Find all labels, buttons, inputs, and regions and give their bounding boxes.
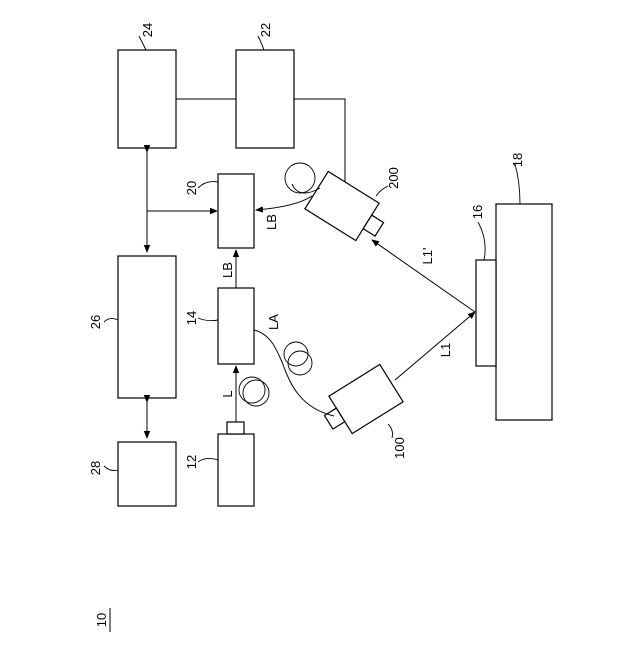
leader-28 xyxy=(104,466,118,471)
leader-14 xyxy=(198,318,218,321)
leader-12 xyxy=(198,458,218,462)
ref-26: 26 xyxy=(88,315,103,329)
block-12-laser-source xyxy=(218,434,254,506)
ref-12: 12 xyxy=(184,455,199,469)
block-28 xyxy=(118,442,176,506)
ref-20: 20 xyxy=(184,181,199,195)
stage-18 xyxy=(496,204,552,420)
beam-label-L1p: L1' xyxy=(420,248,435,265)
fiber-coil-L xyxy=(239,377,269,406)
fiber-coil-LB xyxy=(285,163,315,193)
block-14 xyxy=(218,288,254,364)
leader-16 xyxy=(478,222,485,260)
leader-18 xyxy=(515,164,520,204)
beam-label-LA: LA xyxy=(266,314,281,330)
leader-20 xyxy=(198,182,218,188)
ref-28: 28 xyxy=(88,461,103,475)
beam-label-LB-mid: LB xyxy=(220,262,235,278)
beam-label-LB-out: LB xyxy=(264,214,279,230)
ref-200: 200 xyxy=(386,167,401,189)
leader-100 xyxy=(388,424,393,438)
block-22 xyxy=(236,50,294,148)
block-20 xyxy=(218,174,254,248)
ref-18: 18 xyxy=(510,153,525,167)
probe-100 xyxy=(317,364,403,441)
fiber-coil-LA xyxy=(284,342,312,375)
ref-100: 100 xyxy=(392,437,407,459)
ref-16: 16 xyxy=(470,205,485,219)
block-26 xyxy=(118,256,176,398)
wire-22-probe200 xyxy=(294,99,345,182)
beam-label-L1: L1 xyxy=(438,343,453,357)
beam-label-L: L xyxy=(220,390,235,397)
figure-ref-10: 10 xyxy=(94,613,109,627)
block-24 xyxy=(118,50,176,148)
ref-22: 22 xyxy=(258,23,273,37)
leader-26 xyxy=(104,318,118,322)
fiber-LB xyxy=(256,196,312,210)
probe-200 xyxy=(305,171,391,248)
ref-24: 24 xyxy=(140,23,155,37)
ref-14: 14 xyxy=(184,311,199,325)
sample-16 xyxy=(476,260,496,366)
beam-L1 xyxy=(395,312,475,380)
block-12-emitter xyxy=(227,422,244,434)
